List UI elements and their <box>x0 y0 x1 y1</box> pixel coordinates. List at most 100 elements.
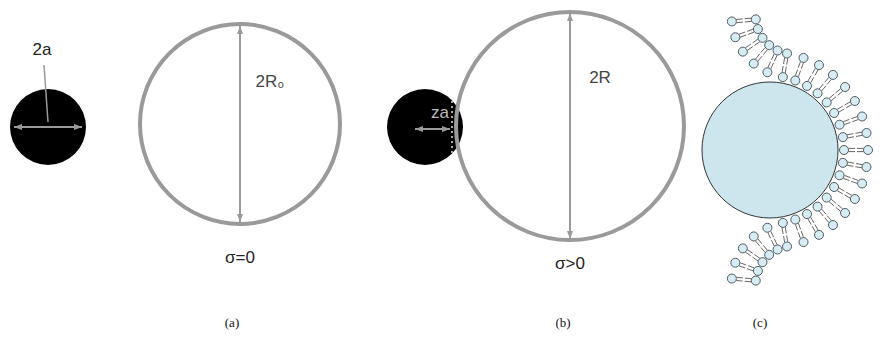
lipid-tail <box>761 48 765 53</box>
lipid-tail <box>771 63 774 69</box>
lipid-tail <box>748 266 754 268</box>
lipid-pair <box>763 223 782 254</box>
particle-disc <box>387 89 463 165</box>
lipid-tail <box>745 21 751 23</box>
lipid-head <box>799 53 808 62</box>
lipid-pair <box>803 210 824 240</box>
lipid-tail <box>736 277 742 279</box>
lipid-tail <box>849 151 856 152</box>
node-outline <box>387 89 463 165</box>
lipid-head <box>822 98 831 107</box>
lipid-tail <box>839 188 845 191</box>
lipid-pair <box>813 202 837 229</box>
lipid-head <box>763 68 772 77</box>
lipid-head <box>813 89 822 98</box>
lipid-pair <box>738 244 767 267</box>
lipid-pair <box>838 128 871 141</box>
lipid-head <box>763 223 772 232</box>
lipid-tail <box>827 216 831 221</box>
lipid-head <box>738 244 747 253</box>
lipid-head <box>731 258 740 267</box>
lipid-tail <box>825 77 829 82</box>
lipid-tail <box>849 148 856 149</box>
lipid-head <box>783 242 792 251</box>
lipid-head <box>841 83 850 92</box>
lipid-tail <box>747 29 753 31</box>
lipid-tail <box>837 191 843 194</box>
lipid-tail <box>798 62 800 68</box>
lipid-tail <box>763 245 767 250</box>
lipid-head <box>731 33 740 42</box>
lipid-head <box>738 47 747 56</box>
lipid-tail <box>846 105 852 108</box>
lipid-head <box>858 179 867 188</box>
lipid-head <box>751 276 760 285</box>
diameter-arrow <box>239 26 241 222</box>
lipid-tail <box>848 137 854 138</box>
lipid-head <box>783 49 792 58</box>
lipid-tail <box>785 67 786 73</box>
lipid-tail <box>771 54 774 60</box>
lipid-tail <box>753 39 758 43</box>
lipid-tail <box>785 227 786 233</box>
lipid-head <box>778 218 787 227</box>
lipid-tail <box>808 219 811 225</box>
lipid-head <box>838 133 847 142</box>
lipid-tail <box>808 76 811 82</box>
lipid-tail <box>739 32 745 34</box>
lipid-head <box>751 15 760 24</box>
lipid-head <box>758 33 767 42</box>
lipid-bilayer <box>727 15 872 285</box>
lipid-head <box>753 266 762 275</box>
lipid-tail <box>815 70 818 76</box>
node-outline <box>454 10 686 242</box>
lipid-tail <box>827 79 831 84</box>
lipid-pair <box>727 15 760 26</box>
lipid-tail <box>801 231 803 237</box>
lipid-tail <box>798 71 800 77</box>
lipid-pair <box>835 112 867 129</box>
lipid-tail <box>844 175 850 177</box>
lipid-pair <box>763 46 782 77</box>
nanoparticle <box>702 82 838 218</box>
lipid-tail <box>763 50 767 55</box>
lipid-pair <box>830 97 860 118</box>
dimension-label: 2a <box>33 41 52 60</box>
node-outline <box>10 89 86 165</box>
lipid-tail <box>846 192 852 195</box>
lipid-tail <box>855 167 861 168</box>
dimension-label: 2R <box>589 69 611 88</box>
lipid-head <box>753 25 762 34</box>
lipid-tail <box>829 94 834 98</box>
lipid-head <box>791 76 800 85</box>
lipid-tail <box>856 164 862 165</box>
lipid-tail <box>747 250 752 254</box>
lipid-tail <box>837 106 843 109</box>
lipid-tail <box>847 165 853 166</box>
nanoparticle: 2a <box>10 89 86 165</box>
lipid-head <box>830 183 839 192</box>
lipid-tail <box>787 235 788 241</box>
lipid-tail <box>768 232 771 238</box>
lipid-tail <box>740 263 746 265</box>
lipid-tail <box>848 162 854 163</box>
lipid-tail <box>825 218 829 223</box>
lipid-tail <box>845 195 851 198</box>
node-outline <box>138 22 342 226</box>
lipid-tail <box>844 122 850 124</box>
lipid-head <box>765 250 774 259</box>
lipid-pair <box>822 83 849 107</box>
vesicle: 2R <box>454 10 686 242</box>
lipid-tail <box>745 18 751 20</box>
lipid-tail <box>736 18 742 20</box>
vesicle-ring <box>140 24 340 224</box>
lipid-tail <box>754 42 759 46</box>
lipid-pair <box>731 25 763 42</box>
lipid-tail <box>815 225 818 231</box>
lipid-tail <box>819 84 823 89</box>
lipid-head <box>765 41 774 50</box>
condition-label: σ=0 <box>225 249 255 268</box>
lipid-tail <box>812 68 815 74</box>
lipid-pair <box>738 33 767 56</box>
